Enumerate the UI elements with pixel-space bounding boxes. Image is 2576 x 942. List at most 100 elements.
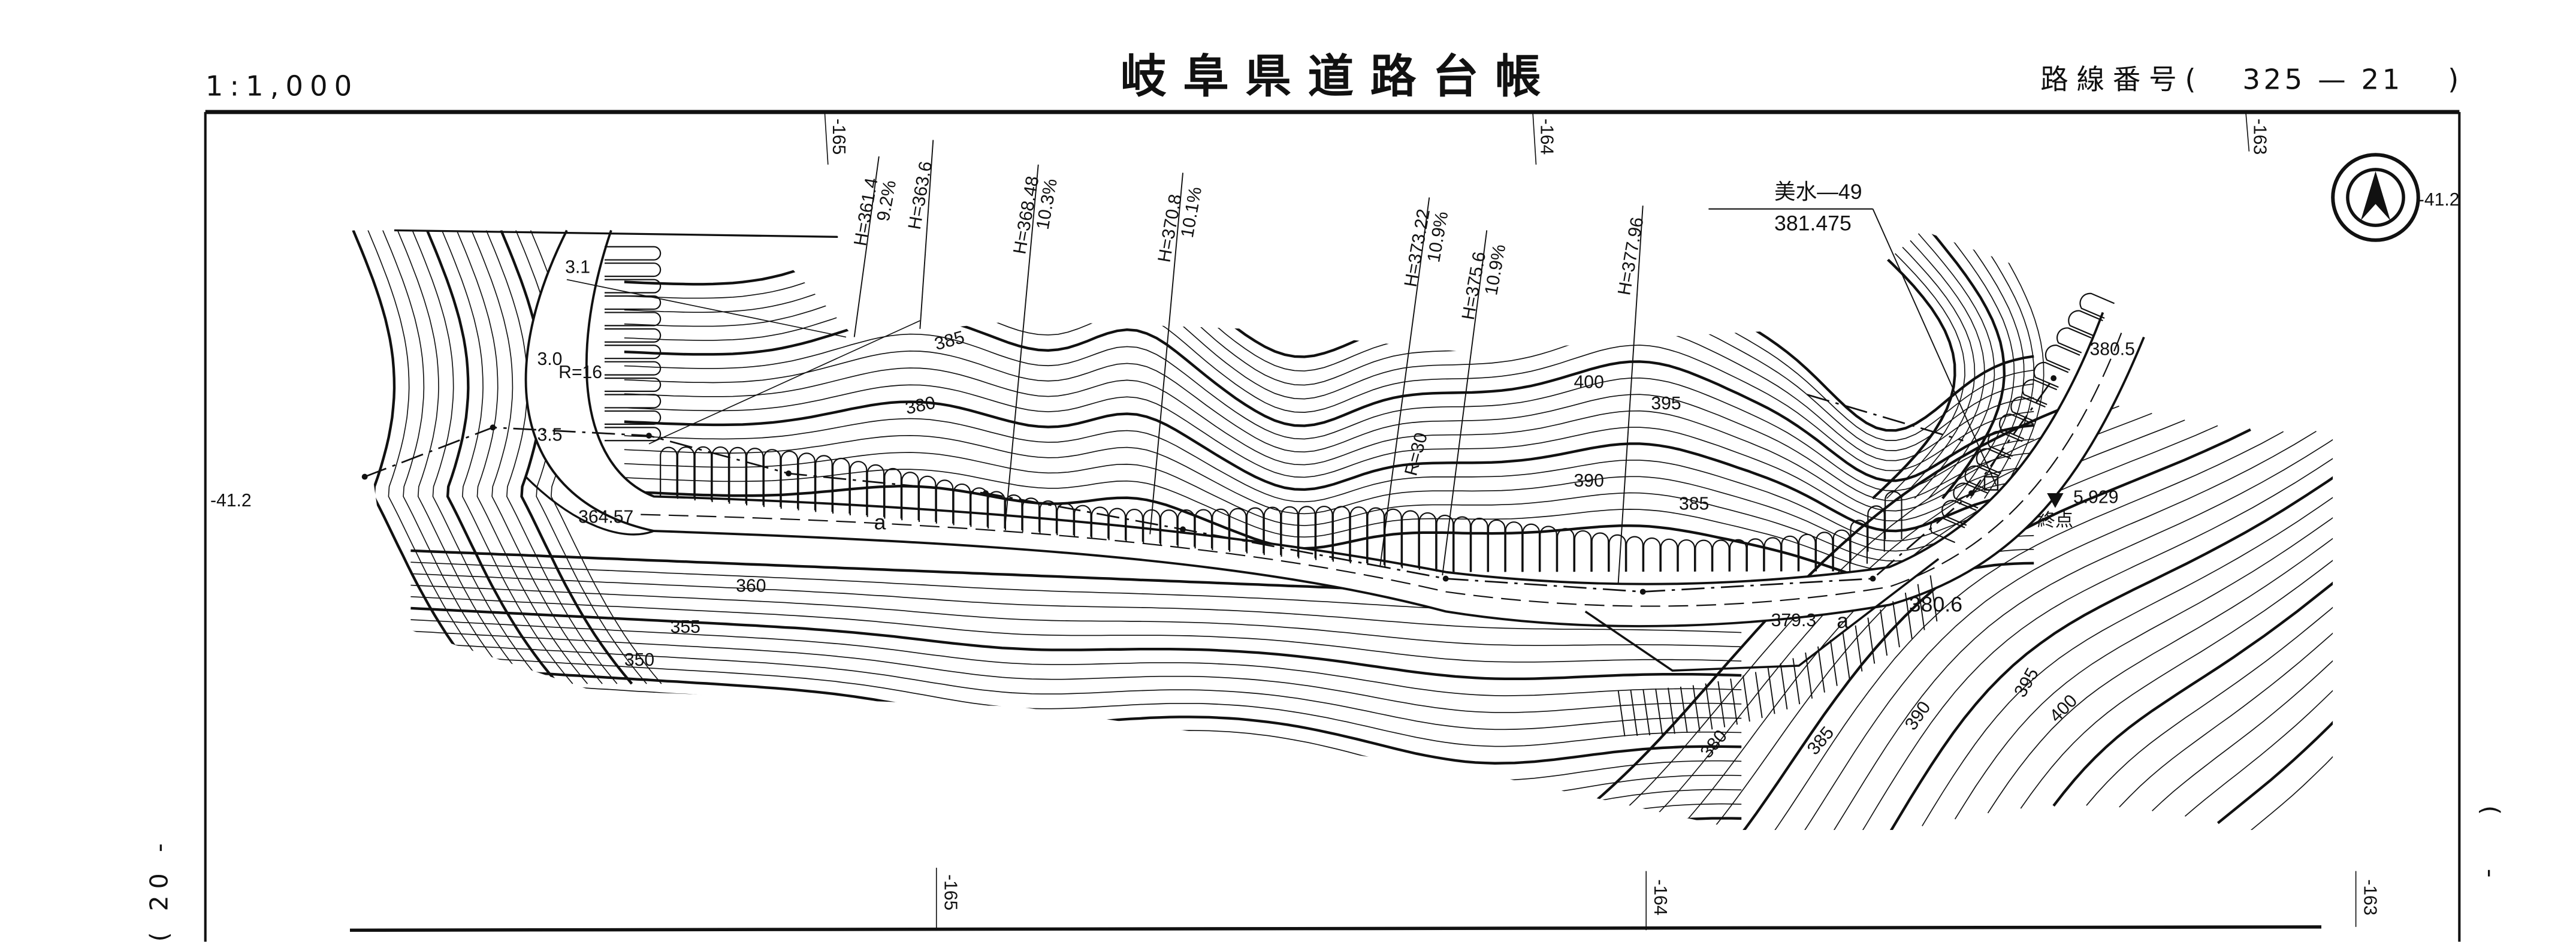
contour-label: 385 (932, 327, 967, 354)
contour-line (412, 230, 544, 684)
cut-slope-mark (2056, 327, 2092, 354)
contour-line (2020, 390, 2333, 809)
cut-slope-mark (1626, 536, 1644, 572)
adjacent-sheet-right: ( - (2477, 805, 2505, 901)
survey-point (786, 470, 792, 477)
contour-line (410, 734, 1742, 831)
retaining-wall-mark (604, 377, 662, 393)
cut-slope-mark (1941, 500, 1977, 526)
section-line (1149, 173, 1183, 535)
retaining-wall-mark (604, 328, 662, 343)
contour-line (1855, 230, 1956, 500)
contour-line (425, 230, 559, 685)
cut-slope-mark (1746, 538, 1765, 572)
contour-line (1929, 230, 2006, 500)
fill-slope-mark (1817, 646, 1825, 693)
cut-slope-mark (1850, 520, 1868, 564)
contour-line (410, 573, 1742, 633)
cut-slope-mark (935, 479, 954, 524)
cut-slope-mark (1229, 508, 1247, 552)
fill-slope-mark (1892, 601, 1900, 648)
cut-slope-mark (1022, 497, 1040, 532)
contour-line (2216, 391, 2333, 825)
cut-slope-mark (1591, 532, 1609, 572)
cut-slope-mark (2022, 379, 2058, 405)
road-width: 3.0 (537, 349, 563, 369)
contour-line (410, 768, 1742, 831)
contour-line (1987, 396, 2333, 814)
contour-labels: 385 380 400 395 390 385 360 355 350 380 … (624, 327, 2081, 762)
cut-slope-mark (780, 450, 799, 509)
section-height-label: H=363.6 (905, 160, 936, 231)
cut-slope-mark (1470, 517, 1488, 572)
fill-slope-mark (1867, 617, 1876, 664)
end-point-marker-icon (2047, 493, 2064, 508)
cut-slope-mark (1953, 482, 1988, 509)
fill-slope-mark (1880, 609, 1888, 656)
retaining-wall-mark (604, 427, 662, 442)
cut-slope-mark (1349, 506, 1368, 564)
cut-slope-mark (987, 491, 1005, 529)
cut-slope-mark (1298, 506, 1316, 558)
fill-slope-mark (1929, 575, 1938, 622)
cut-slope-mark (1505, 521, 1523, 572)
cut-slope-mark (1677, 539, 1696, 572)
contour-label: 360 (736, 576, 766, 596)
cut-slope-mark (677, 446, 695, 499)
survey-point (1639, 588, 1646, 595)
retaining-wall-mark (604, 279, 662, 294)
contour-line (410, 688, 1742, 798)
contour-line (1915, 230, 1995, 499)
contour-line (1944, 230, 2015, 499)
contour-line (2250, 398, 2333, 831)
cut-slope-mark (2079, 292, 2115, 319)
cut-slope-mark (798, 452, 816, 511)
contour-line (1989, 230, 2045, 499)
cut-slope-mark (866, 464, 885, 517)
fill-slope-mark (1829, 639, 1838, 686)
cut-slope-mark (694, 446, 712, 501)
cut-slope-mark (1004, 494, 1023, 530)
leader-line (566, 279, 847, 338)
cut-slope-mark (1608, 534, 1627, 572)
retaining-wall-mark (604, 246, 662, 261)
contour-line (2184, 387, 2333, 817)
fill-slope-mark (1855, 625, 1863, 672)
fill-slope-mark (1743, 675, 1750, 722)
sheet-boundary-line (394, 229, 838, 238)
contour-line (1922, 411, 2333, 826)
cut-slope-mark (1964, 465, 2000, 491)
contour-line (441, 230, 573, 684)
contour-line (410, 711, 1742, 831)
contour-line (2052, 385, 2333, 807)
contour-line (2152, 383, 2333, 811)
retaining-wall-mark (604, 361, 662, 376)
contour-line (624, 452, 2034, 562)
retaining-wall-mark (604, 312, 662, 327)
cut-slope-mark (849, 461, 868, 515)
fill-slope-mark (1805, 652, 1813, 699)
contour-line (1692, 425, 2218, 831)
contour-line (410, 699, 1742, 815)
contour-line (624, 351, 2034, 502)
section-grade-label: 10.1% (1177, 185, 1206, 239)
survey-point (361, 473, 368, 480)
cut-slope-mark (1487, 519, 1506, 572)
scale-label: 1:1,000 (206, 70, 358, 102)
fill-slope-mark (1780, 663, 1788, 709)
cut-slope-mark (1999, 413, 2034, 440)
contour-line (624, 418, 2034, 542)
grid-label-top: -164 (1537, 119, 1557, 155)
fill-slope-mark (1904, 593, 1913, 639)
contour-line (471, 230, 603, 684)
cut-slope-mark (763, 449, 781, 508)
cut-slope-mark (1039, 500, 1058, 534)
grid-labels: -165 -164 -163 -41.2 -41.2 -165 -164 -16… (145, 111, 2505, 941)
cut-slope-mark (1832, 529, 1851, 572)
cut-slope-mark (884, 467, 902, 519)
section-line (1617, 206, 1644, 584)
cut-slope-mark (1125, 508, 1143, 542)
contour-line (410, 653, 1742, 747)
contour-line (382, 230, 514, 684)
fill-slope-mark (1655, 689, 1663, 735)
